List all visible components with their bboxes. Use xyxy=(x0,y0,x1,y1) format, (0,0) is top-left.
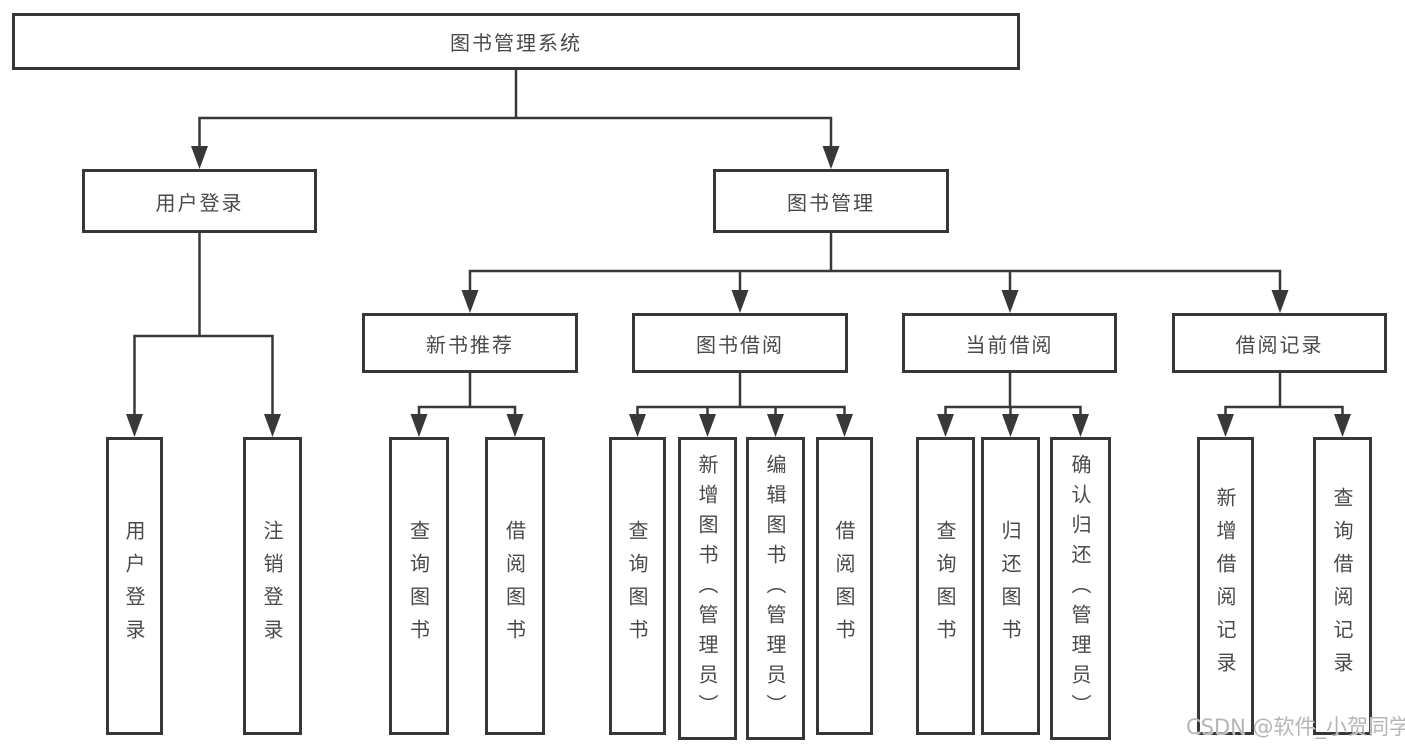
leaf-borrow-books: 借阅图书 xyxy=(816,437,873,735)
node-library-system: 图书管理系统 xyxy=(12,13,1020,70)
connector-records-to-leaves xyxy=(1224,371,1344,418)
leaf-query-books-recommend: 查询图书 xyxy=(389,437,449,735)
leaf-logout: 注销登录 xyxy=(243,437,302,735)
connector-userlogin-to-leaves xyxy=(133,231,274,418)
node-user-login: 用户登录 xyxy=(82,169,317,233)
connector-root-to-level2 xyxy=(198,68,833,150)
connector-current-to-leaves xyxy=(944,371,1082,418)
leaf-return-book: 归还图书 xyxy=(981,437,1040,735)
leaf-query-books-current-label: 查询图书 xyxy=(933,520,957,652)
leaf-query-books-borrow: 查询图书 xyxy=(609,437,666,735)
connector-borrow-to-leaves xyxy=(636,371,846,418)
leaf-confirm-return-admin: 确认归还（管理员） xyxy=(1050,437,1111,740)
leaf-borrow-books-label: 借阅图书 xyxy=(832,520,856,652)
leaf-return-book-label: 归还图书 xyxy=(998,520,1022,652)
leaf-edit-book-admin: 编辑图书（管理员） xyxy=(746,437,805,740)
leaf-add-borrow-record: 新增借阅记录 xyxy=(1197,437,1254,735)
leaf-logout-label: 注销登录 xyxy=(260,520,284,652)
leaf-borrow-books-recommend: 借阅图书 xyxy=(485,437,545,735)
leaf-query-borrow-record: 查询借阅记录 xyxy=(1313,437,1372,735)
arrowheads xyxy=(126,146,1351,437)
leaf-confirm-return-admin-label: 确认归还（管理员） xyxy=(1068,453,1092,724)
leaf-query-borrow-record-label: 查询借阅记录 xyxy=(1330,487,1354,685)
leaf-user-login: 用户登录 xyxy=(106,437,163,735)
leaf-query-books-borrow-label: 查询图书 xyxy=(625,520,649,652)
leaf-add-book-admin-label: 新增图书（管理员） xyxy=(695,453,719,724)
leaf-add-book-admin: 新增图书（管理员） xyxy=(678,437,737,740)
node-book-management: 图书管理 xyxy=(713,169,949,233)
node-book-borrow: 图书借阅 xyxy=(632,313,848,373)
node-current-borrow: 当前借阅 xyxy=(902,313,1117,373)
csdn-watermark: CSDN @软件_小贺同学 xyxy=(1186,715,1405,739)
node-borrow-records: 借阅记录 xyxy=(1172,313,1387,373)
leaf-borrow-books-recommend-label: 借阅图书 xyxy=(502,520,527,652)
leaf-user-login-label: 用户登录 xyxy=(122,520,146,652)
node-new-book-recommend: 新书推荐 xyxy=(362,313,578,373)
leaf-query-books-recommend-label: 查询图书 xyxy=(406,520,431,652)
leaf-query-books-current: 查询图书 xyxy=(916,437,975,735)
connector-newrec-to-leaves xyxy=(417,371,517,418)
leaf-add-borrow-record-label: 新增借阅记录 xyxy=(1213,487,1237,685)
leaf-edit-book-admin-label: 编辑图书（管理员） xyxy=(763,453,787,724)
connector-bookmgmt-to-level3 xyxy=(468,231,1282,294)
